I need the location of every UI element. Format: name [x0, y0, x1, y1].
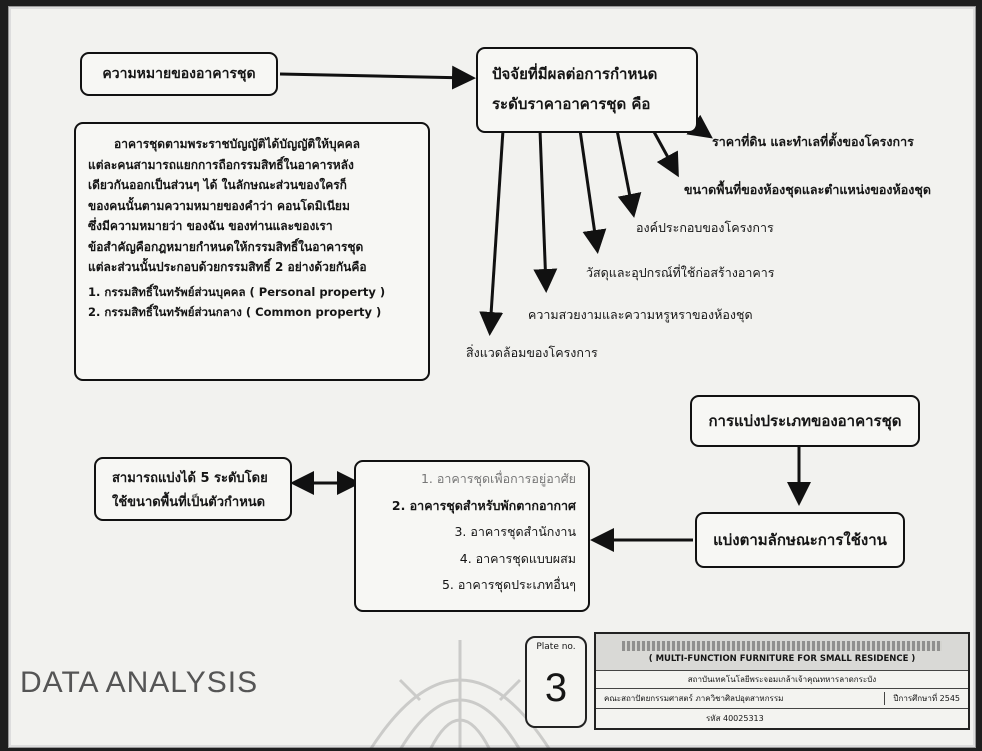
types-box: 1. อาคารชุดเพื่อการอยู่อาศัย 2. อาคารชุด…	[354, 460, 590, 612]
paragraph-line-5: ซึ่งมีความหมายว่า ของฉัน ของท่านและของเร…	[88, 219, 333, 233]
paragraph-line-4: ของคนนั้นตามความหมายของคำว่า คอนโดมิเนีย…	[88, 198, 350, 213]
paragraph-line-9: 2. กรรมสิทธิ์ในทรัพย์ส่วนกลาง ( Common p…	[88, 305, 382, 319]
factor-label-5: ความสวยงามและความหรูหราของห้องชุด	[528, 307, 753, 322]
arrow-factor-2	[651, 129, 679, 178]
arrow-factor-5	[533, 129, 558, 293]
section-title: DATA ANALYSIS	[20, 666, 259, 699]
meaning-box: ความหมายของอาคารชุด	[80, 52, 278, 96]
arrow-factor-6	[479, 129, 505, 336]
arrow-factor-4	[578, 129, 607, 254]
title-block: ( MULTI-FUNCTION FURNITURE FOR SMALL RES…	[594, 632, 970, 730]
title-block-english: ( MULTI-FUNCTION FURNITURE FOR SMALL RES…	[648, 653, 916, 664]
type-item-2: 2. อาคารชุดสำหรับพักตากอากาศ	[391, 497, 576, 513]
factor-label-3: องค์ประกอบของโครงการ	[636, 220, 774, 235]
factors-box-line1: ปัจจัยที่มีผลต่อการกำหนด	[492, 65, 658, 83]
title-block-institute: สถาบันเทคโนโลยีพระจอมเกล้าเจ้าคุณทหารลาด…	[687, 674, 877, 684]
factor-label-4: วัสดุและอุปกรณ์ที่ใช้ก่อสร้างอาคาร	[586, 265, 775, 280]
plate-label: Plate no.	[536, 642, 576, 652]
factors-box: ปัจจัยที่มีผลต่อการกำหนด ระดับราคาอาคารช…	[476, 47, 698, 133]
paragraph-line-2: แต่ละคนสามารถแยกการถือกรรมสิทธิ์ในอาคารห…	[88, 157, 354, 172]
plate-box: Plate no. 3	[525, 636, 587, 728]
factor-label-6: สิ่งแวดล้อมของโครงการ	[466, 345, 598, 360]
paragraph-line-3: เดียวกันออกเป็นส่วนๆ ได้ ในลักษณะส่วนของ…	[88, 178, 347, 192]
meaning-paragraph-box: อาคารชุดตามพระราชบัญญัติได้บัญญัติให้บุค…	[74, 122, 430, 381]
meaning-box-label: ความหมายของอาคารชุด	[102, 66, 256, 82]
paragraph-line-8: 1. กรรมสิทธิ์ในทรัพย์ส่วนบุคคล ( Persona…	[88, 284, 386, 299]
factor-label-2: ขนาดพื้นที่ของห้องชุดและตำแหน่งของห้องชุ…	[684, 182, 931, 197]
levels-box-line1: สามารถแบ่งได้ 5 ระดับโดย	[112, 471, 268, 486]
type-item-3: 3. อาคารชุดสำนักงาน	[454, 524, 576, 539]
classify-box: การแบ่งประเภทของอาคารชุด	[690, 395, 920, 447]
type-item-5: 5. อาคารชุดประเภทอื่นๆ	[441, 577, 576, 592]
classify-box-label: การแบ่งประเภทของอาคารชุด	[708, 412, 902, 430]
paragraph-line-6: ข้อสำคัญคือกฎหมายกำหนดให้กรรมสิทธิ์ในอาค…	[88, 239, 364, 254]
usage-box: แบ่งตามลักษณะการใช้งาน	[695, 512, 905, 568]
title-block-student-id: รหัส 40025313	[706, 713, 764, 723]
title-block-thai-heading-blur	[622, 640, 942, 651]
levels-box-line2: ใช้ขนาดพื้นที่เป็นตัวกำหนด	[112, 495, 266, 510]
title-block-year: ปีการศึกษาที่ 2545	[884, 691, 960, 705]
plate-number: 3	[544, 666, 568, 710]
type-item-4: 4. อาคารชุดแบบผสม	[459, 550, 576, 566]
usage-box-label: แบ่งตามลักษณะการใช้งาน	[713, 531, 887, 549]
type-item-1: 1. อาคารชุดเพื่อการอยู่อาศัย	[420, 471, 576, 486]
factor-label-1: ราคาที่ดิน และทำเลที่ตั้งของโครงการ	[712, 134, 914, 149]
arrow-factor-3	[615, 129, 642, 218]
paragraph-line-1: อาคารชุดตามพระราชบัญญัติได้บัญญัติให้บุค…	[114, 137, 361, 151]
title-block-faculty: คณะสถาปัตยกรรมศาสตร์ ภาควิชาศิลปอุตสาหกร…	[604, 693, 784, 703]
levels-box: สามารถแบ่งได้ 5 ระดับโดย ใช้ขนาดพื้นที่เ…	[94, 457, 292, 521]
factors-box-line2: ระดับราคาอาคารชุด คือ	[492, 95, 651, 113]
paragraph-line-7: แต่ละส่วนนั้นประกอบด้วยกรรมสิทธิ์ 2 อย่า…	[88, 260, 367, 274]
arrow-meaning-to-factors	[279, 65, 476, 90]
